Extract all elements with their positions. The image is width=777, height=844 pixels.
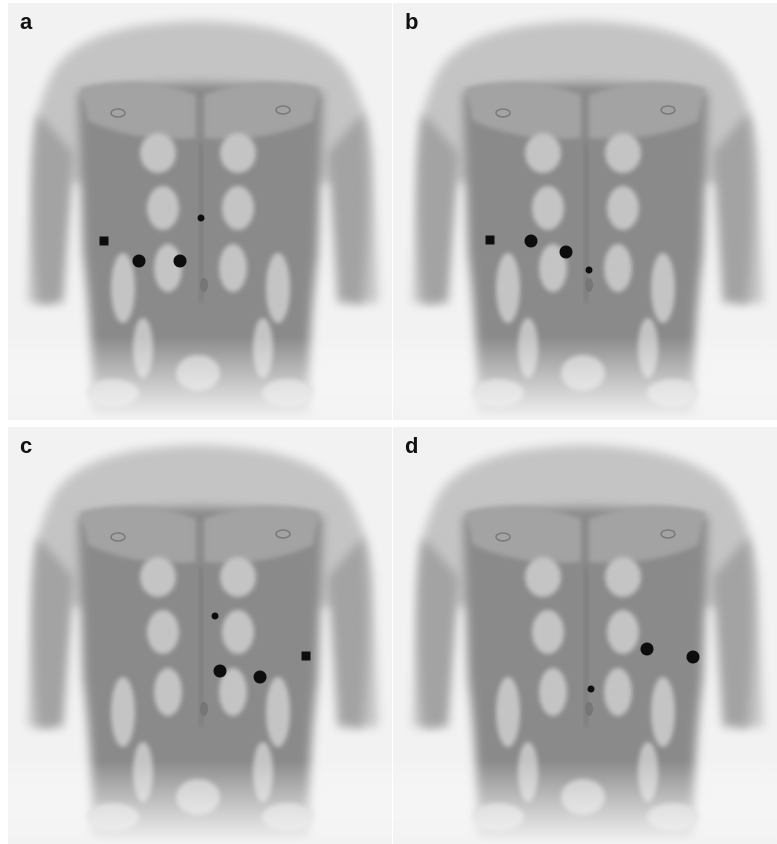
panel-d: d [393,427,777,844]
panel-label: a [20,11,32,33]
marker-large-circle-2 [214,665,227,678]
marker-large-circle-2 [133,255,146,268]
torso-diagram [8,427,392,844]
marker-small-circle-3 [588,686,595,693]
marker-square-1 [100,237,109,246]
marker-small-circle-4 [198,215,205,222]
marker-large-circle-2 [525,235,538,248]
panel-b: b [393,3,777,420]
marker-large-circle-1 [641,643,654,656]
panel-c: c [8,427,392,844]
marker-square-4 [302,652,311,661]
torso-diagram [8,3,392,420]
panel-label: b [405,11,418,33]
panel-a: a [8,3,392,420]
torso-diagram [393,427,777,844]
marker-small-circle-4 [586,267,593,274]
torso-illustration [393,427,777,844]
marker-large-circle-2 [687,651,700,664]
marker-large-circle-3 [560,246,573,259]
torso-illustration [8,427,392,844]
torso-illustration [393,3,777,420]
torso-illustration [8,3,392,420]
marker-small-circle-1 [212,613,219,620]
marker-large-circle-3 [174,255,187,268]
panel-label: d [405,435,418,457]
torso-diagram [393,3,777,420]
marker-square-1 [486,236,495,245]
marker-large-circle-3 [254,671,267,684]
panel-label: c [20,435,32,457]
